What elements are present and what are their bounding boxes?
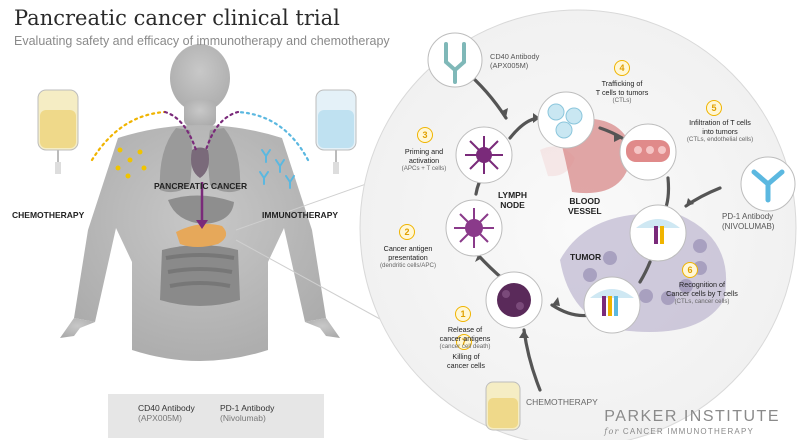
legend-box (108, 394, 324, 438)
lymph-node-label: LYMPH NODE (498, 190, 527, 210)
step-2-caption: Cancer antigen presentation(dendritic ce… (379, 244, 437, 269)
blood-vessel-label: BLOOD VESSEL (568, 196, 602, 216)
pancreas (176, 224, 227, 247)
cancer-cell-death-icon (485, 271, 543, 329)
step-6-caption: Recognition of Cancer cells by T cells(C… (666, 280, 738, 305)
legend-cd40-label: CD40 Antibody(APX005M) (138, 403, 195, 424)
step-4-caption: Trafficking of T cells to tumors(CTLs) (595, 79, 649, 104)
drug-flow-lines (90, 110, 310, 162)
cycle-chemotherapy-label: CHEMOTHERAPY (526, 397, 598, 407)
dendritic-cell-icon (455, 126, 513, 184)
step-5-caption: Infiltration of T cells into tumors(CTLs… (686, 118, 754, 143)
cycle-circle (359, 9, 797, 440)
killing-cancer-cells-icon (583, 276, 641, 334)
cd40-antibody-label: CD40 Antibody(APX005M) (490, 52, 540, 71)
pancreatic-cancer-label: PANCREATIC CANCER (154, 181, 248, 191)
zoom-line-bottom (235, 239, 401, 331)
step-1-caption: Release of cancer antigens(cancer cell d… (439, 325, 491, 350)
pd1-antibody-label: PD-1 Antibody(NIVOLUMAB) (722, 212, 775, 231)
immuno-iv-bag-icon (315, 89, 357, 174)
step-7-caption: Killing of cancer cells (447, 352, 485, 370)
step-6-number: 6 (682, 262, 698, 278)
legend-pd1-label: PD-1 Antibody(Nivolumab) (220, 403, 275, 424)
parker-institute-logo: PARKER INSTITUTE for CANCER IMMUNOTHERAP… (604, 408, 780, 436)
step-3-number: 3 (417, 127, 433, 143)
infiltration-icon (619, 123, 677, 181)
antigen-presentation-cell-icon (445, 199, 503, 257)
chemo-particles (115, 147, 147, 179)
pd1-antibody-icon (740, 156, 796, 212)
page-title: Pancreatic cancer clinical trial (14, 6, 340, 30)
step-5-number: 5 (706, 100, 722, 116)
trafficking-cells-icon (537, 91, 595, 149)
step-2-number: 2 (399, 224, 415, 240)
page-subtitle: Evaluating safety and efficacy of immuno… (14, 34, 390, 48)
chemotherapy-label: CHEMOTHERAPY (12, 210, 85, 220)
step-4-number: 4 (614, 60, 630, 76)
organs (159, 128, 241, 306)
antibody-particles (259, 149, 295, 189)
step-3-caption: Priming and activation(APCs + T cells) (401, 147, 447, 172)
chemo-iv-bag-icon (37, 89, 79, 174)
immunotherapy-label: IMMUNOTHERAPY (262, 210, 339, 220)
step-1-number: 1 (455, 306, 471, 322)
tcell-recognition-icon (629, 204, 687, 262)
cycle-chemo-bag-icon (485, 381, 521, 431)
step-7-number: 7 (456, 334, 472, 350)
tumor-label: TUMOR (570, 252, 602, 262)
cd40-antibody-icon (427, 32, 483, 88)
